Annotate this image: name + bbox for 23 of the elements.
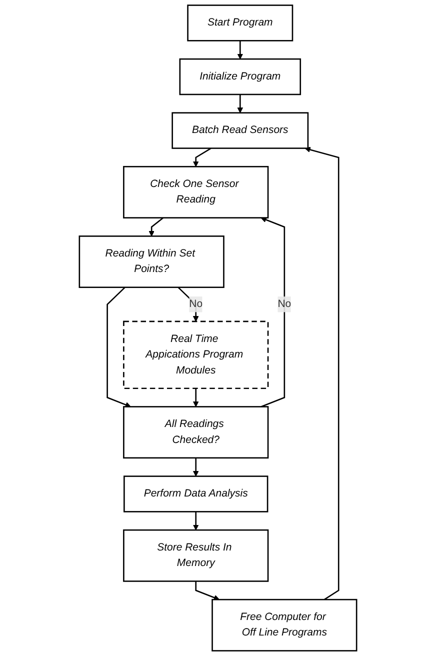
node-box: Check One Sensor Reading [123,166,269,218]
arrow [237,40,244,60]
node-box: Free Computer for Off Line Programs [212,598,358,652]
node-box: Perform Data Analysis [124,476,268,512]
arrow [148,217,164,236]
node-box: All Readings Checked? [123,406,269,459]
node-box: Start Program [187,4,294,42]
node-box: Initialize Program [179,58,302,96]
arrow [192,388,199,407]
arrow [192,512,199,530]
arrow [304,146,340,600]
arrow [237,94,244,114]
arrow [192,148,212,167]
node-box: Real Time Appications Program Modules [123,320,269,389]
node-box: Store Results In Memory [123,529,269,582]
node-box: Reading Within Set Points? [78,236,224,288]
node-box: Batch Read Sensors [172,112,309,149]
edge-label: No [278,298,292,310]
edge-label: No [189,298,203,310]
arrow [192,458,199,477]
arrow [106,286,131,408]
arrow [260,217,286,408]
arrow [195,581,220,600]
